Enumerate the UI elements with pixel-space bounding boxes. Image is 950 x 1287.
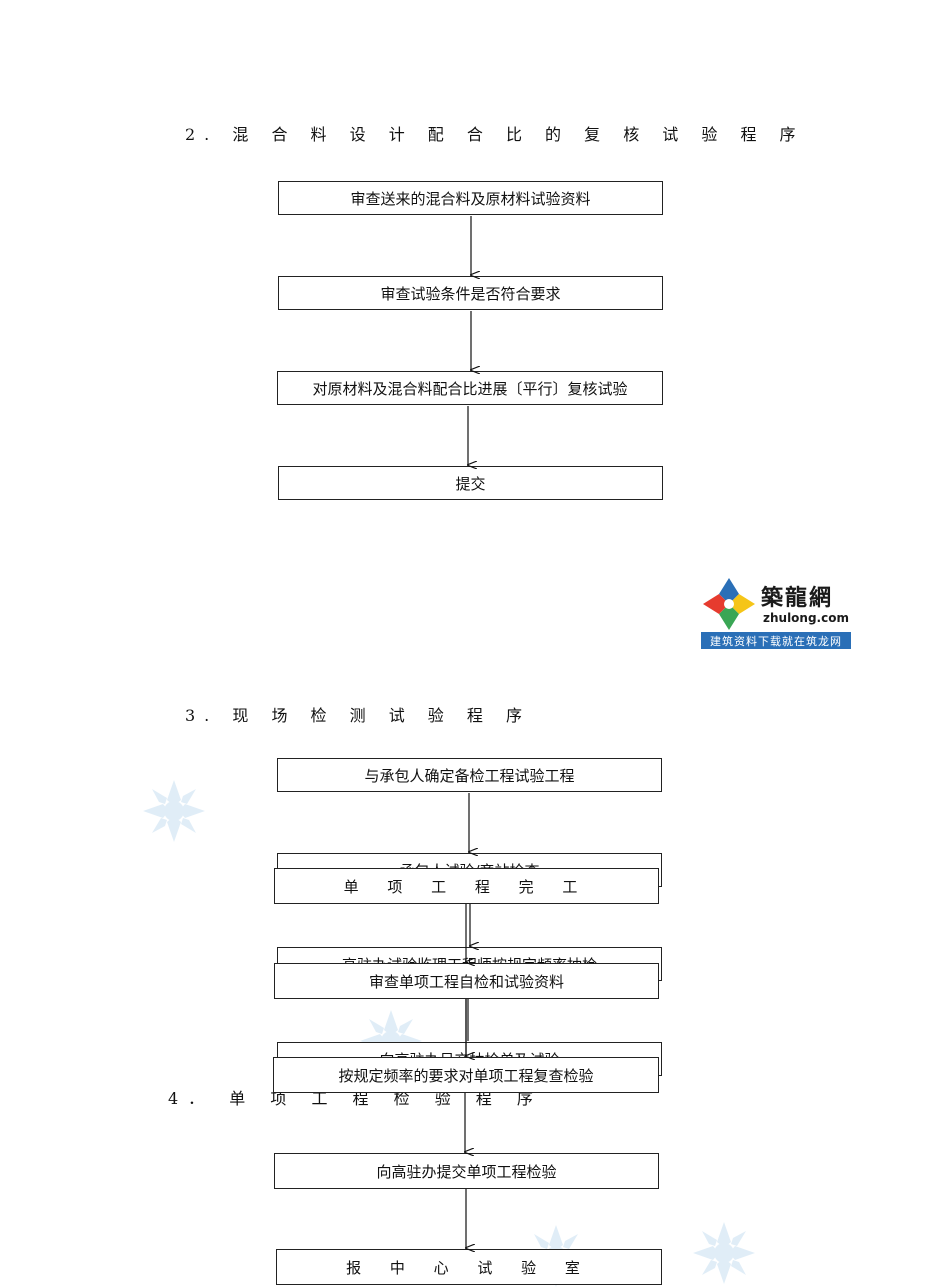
flow-box-recheck: 按规定频率的要求对单项工程复查检验 — [273, 1057, 659, 1093]
logo-slogan: 建筑资料下载就在筑龙网 — [701, 632, 851, 649]
flow-box-submit-inspection: 向高驻办提交单项工程检验 — [274, 1153, 659, 1189]
flow-box-item-complete: 单 项 工 程 完 工 — [274, 868, 659, 904]
logo-domain: zhulong.com — [763, 611, 849, 625]
snowflake-watermark-icon — [143, 780, 205, 842]
logo-chinese-name: 築龍網 — [761, 585, 834, 611]
flow-box-confirm-items: 与承包人确定备检工程试验工程 — [277, 758, 662, 792]
section-2-heading: 2. 混 合 料 设 计 配 合 比 的 复 核 试 验 程 序 — [185, 125, 805, 144]
section-3-heading: 3. 现 场 检 测 试 验 程 序 — [185, 706, 531, 725]
zhulong-emblem-icon — [703, 578, 755, 630]
flow-box-review-materials: 审查送来的混合料及原材料试验资料 — [278, 181, 663, 215]
section-4-heading: 4． 单 项 工 程 检 验 程 序 — [168, 1089, 543, 1108]
flow-box-review-conditions: 审查试验条件是否符合要求 — [278, 276, 663, 310]
snowflake-watermark-icon — [693, 1222, 755, 1284]
flow-box-review-self-check: 审查单项工程自检和试验资料 — [274, 963, 659, 999]
flow-box-parallel-test: 对原材料及混合料配合比进展〔平行〕复核试验 — [277, 371, 663, 405]
zhulong-logo: 築龍網 zhulong.com 建筑资料下载就在筑龙网 — [701, 576, 851, 650]
